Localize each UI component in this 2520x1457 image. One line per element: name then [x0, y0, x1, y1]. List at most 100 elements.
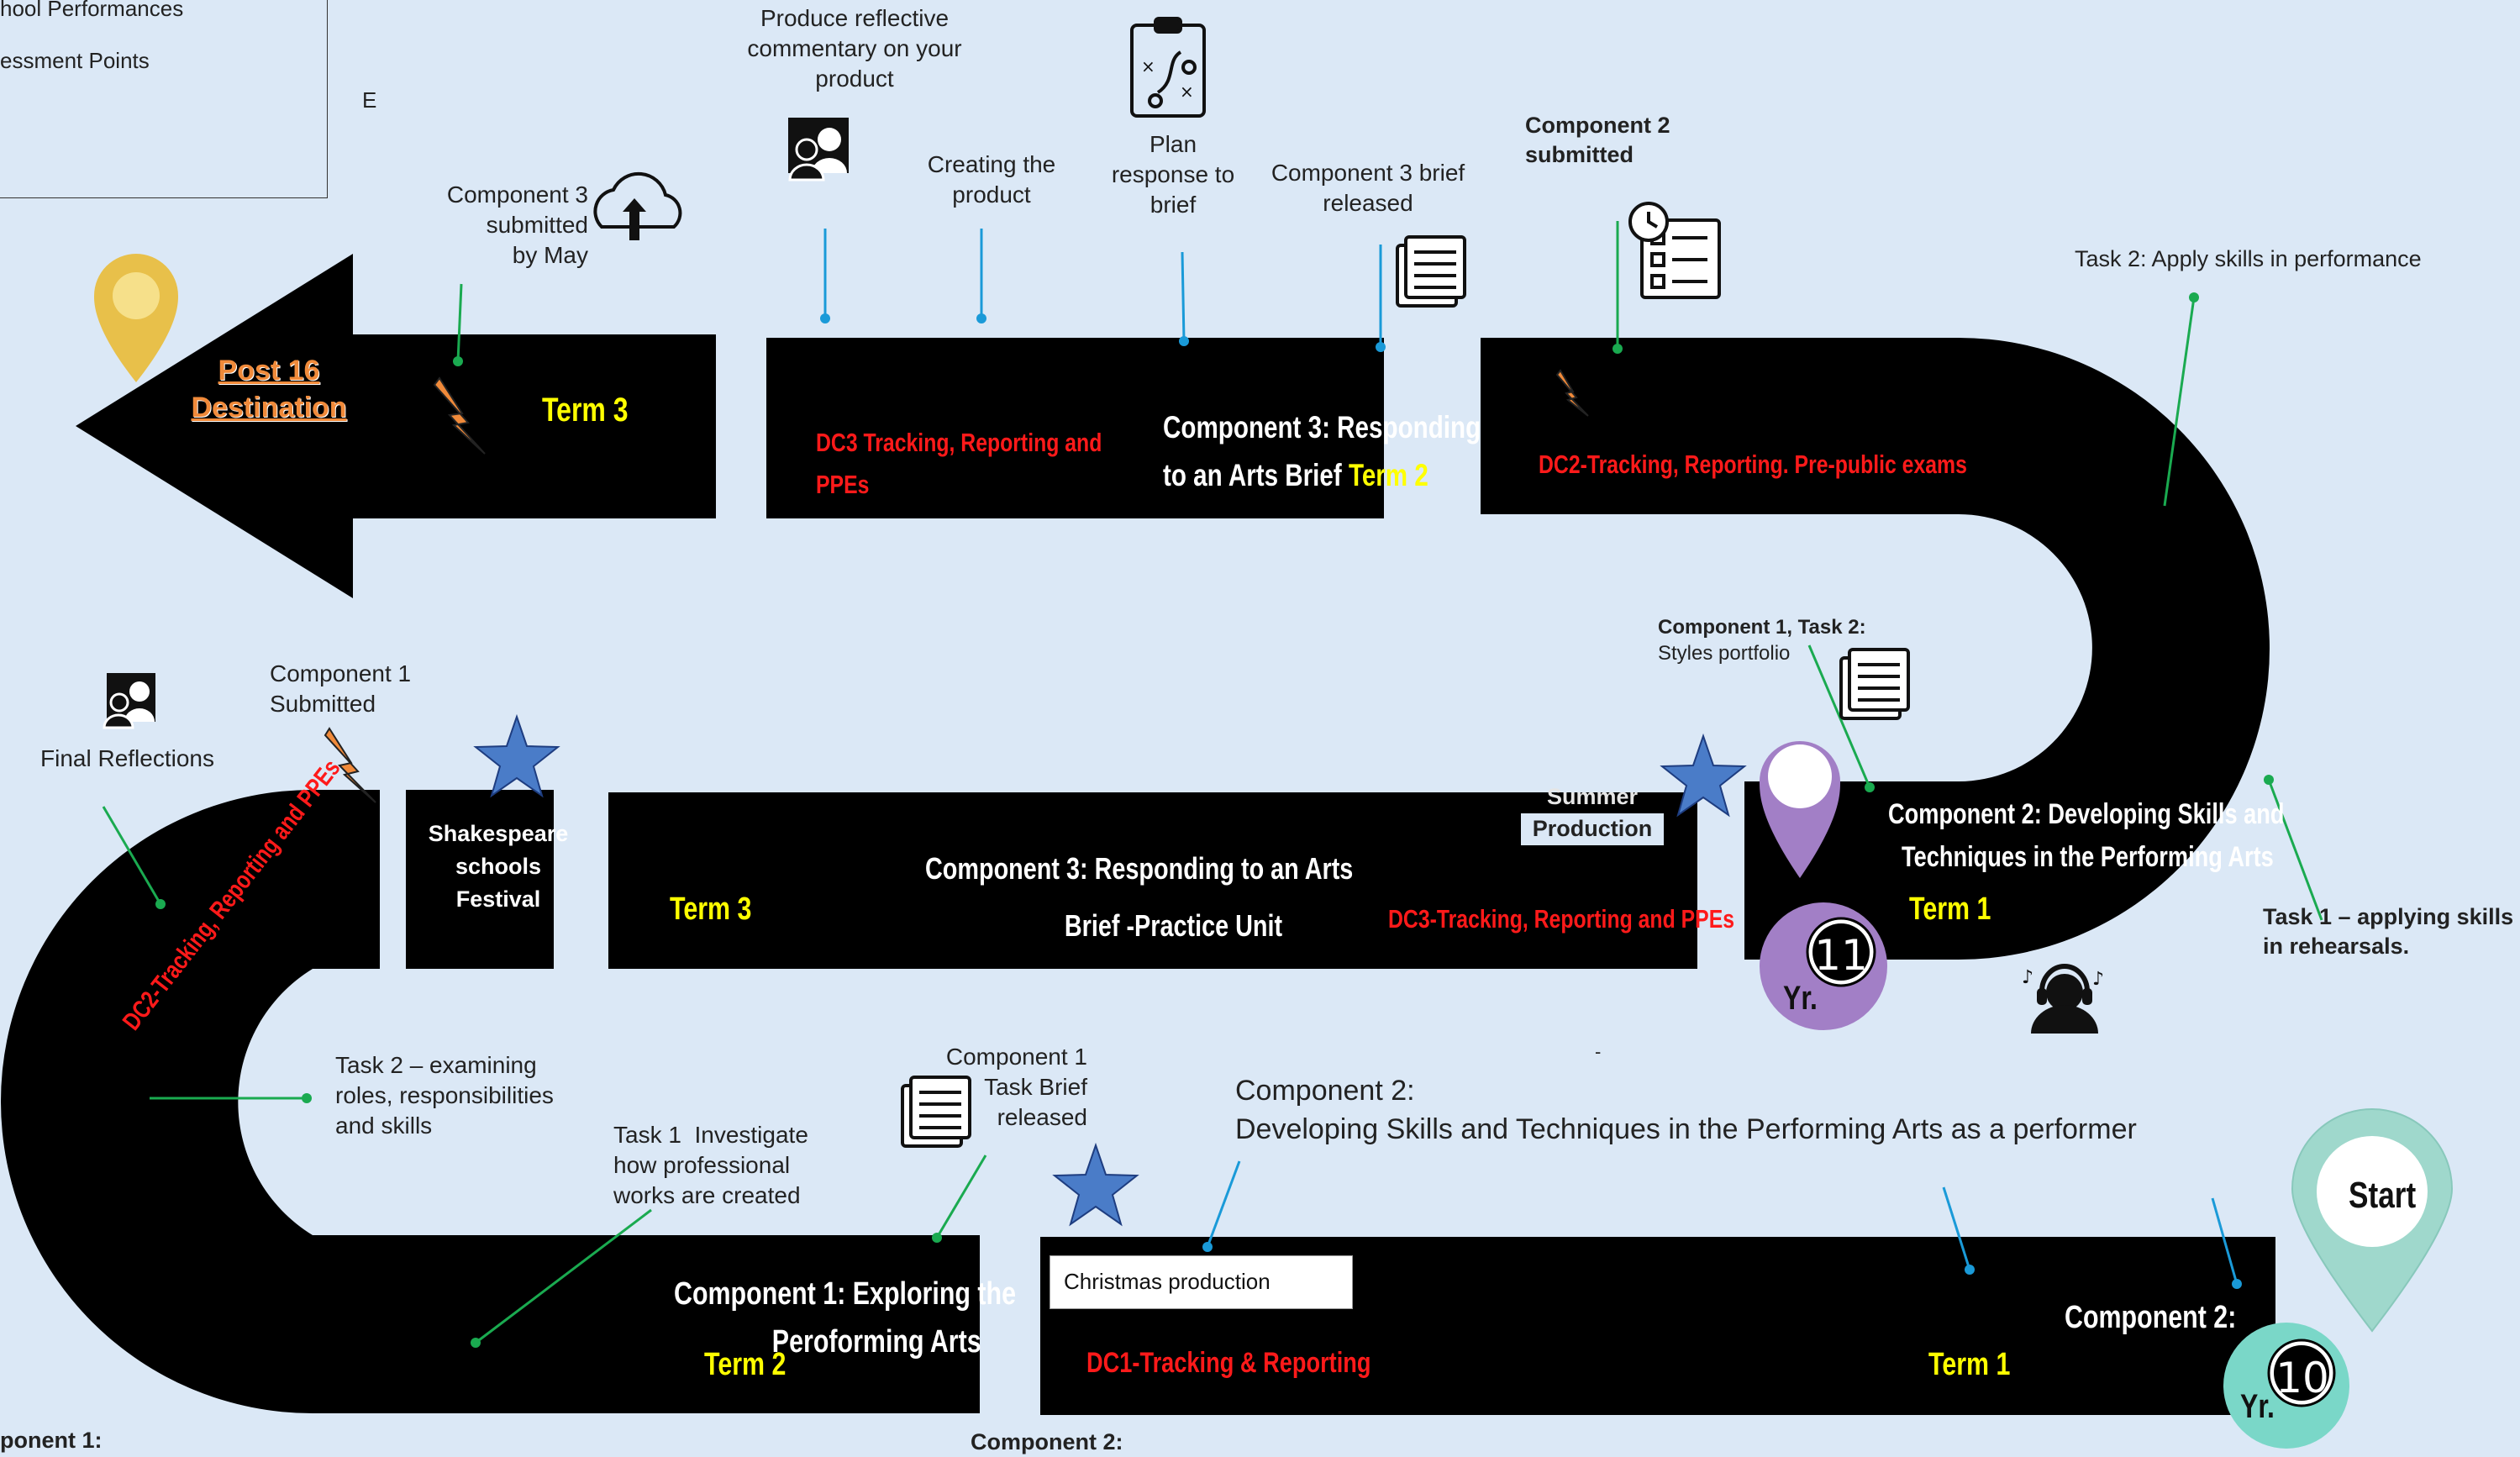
c3-submitted-label: Component 3 submitted by May — [446, 181, 588, 268]
connector-dot — [471, 1338, 481, 1348]
road-left-curve — [1, 790, 980, 1413]
task2-apply-label: Task 2: Apply skills in performance — [2075, 246, 2422, 271]
connector-line — [935, 1155, 987, 1239]
shakespeare-festival-label: Shakespeare schools Festival — [428, 821, 569, 913]
connector-line — [1181, 251, 1186, 342]
connector-dot — [1612, 344, 1623, 354]
component-title: Component 3: Responding to an Arts Brief… — [1163, 410, 1481, 493]
post16-destination: Post 16 Destination — [191, 355, 347, 423]
connector-line — [2267, 779, 2323, 921]
connector-line — [475, 1208, 652, 1344]
document-stack-icon — [1839, 648, 1910, 720]
road-shakespeare — [406, 790, 554, 969]
summer-production-label: Summer Production — [1521, 781, 1664, 845]
start-label: Start — [2349, 1175, 2417, 1216]
road-middle — [608, 792, 1697, 969]
connector-line — [2163, 297, 2196, 507]
task1-rehearsals-label: Task 1 – applying skills in rehearsals. — [2263, 904, 2514, 959]
post16-pin-icon — [94, 254, 178, 382]
dc-tracking-label: DC1-Tracking & Reporting — [1086, 1347, 1371, 1379]
person-reflection-icon — [103, 673, 155, 729]
component-title: Component 3: Responding to an Arts Brief… — [925, 851, 1354, 944]
term-label: Term 1 — [1928, 1347, 2011, 1382]
schedule-checklist-icon — [1628, 202, 1721, 299]
assessment-bolt-icon — [1555, 369, 1589, 417]
c3-brief-released-label: Component 3 brief released — [1271, 160, 1465, 216]
connector-line — [1807, 644, 1871, 788]
connector-dot — [820, 313, 830, 323]
term-label: Term 2 — [1348, 458, 1428, 493]
plan-response-label: Plan response to brief — [1111, 131, 1235, 218]
connector-dot — [976, 313, 986, 323]
component-title: Component 1: Exploring the Peroforming A… — [674, 1276, 1017, 1360]
start-pin-icon — [2223, 1108, 2454, 1449]
connector-dot — [2264, 775, 2274, 785]
assessment-bolt-icon — [324, 727, 376, 803]
post16-arrow — [76, 254, 716, 598]
connector-dot — [1376, 342, 1386, 352]
year-10-number: 10 — [2275, 1354, 2329, 1402]
term-label: Term 3 — [670, 892, 752, 927]
connector-dot — [453, 356, 463, 366]
c2-heading-label: Component 2: Developing Skills and Techn… — [1235, 1075, 2137, 1145]
road-top-right-curve — [1481, 338, 2270, 960]
christmas-production-box: Christmas production — [1050, 1255, 1353, 1309]
creating-product-label: Creating the product — [927, 151, 1056, 208]
legend-stray-letter: E — [362, 87, 377, 113]
final-reflections-label: Final Reflections — [40, 745, 214, 771]
year-10-label: Yr. — [2240, 1388, 2275, 1425]
svg-text:♪: ♪ — [2092, 969, 2104, 990]
term-label: Term 1 — [1909, 892, 1991, 927]
svg-text:×: × — [1141, 56, 1155, 76]
legend-performances-label: hool Performances — [0, 0, 184, 21]
performance-star-icon — [1052, 1142, 1139, 1227]
c2-submitted-label: Component 2 submitted — [1525, 113, 1670, 167]
component-title: Component 2: — [2065, 1300, 2237, 1335]
connector-dot — [2232, 1279, 2242, 1289]
component-title: Component 2: Developing Skills and Techn… — [1888, 798, 2285, 873]
dc-tracking-label: DC3 Tracking, Reporting and PPEs — [816, 428, 1102, 499]
bottom-left-label: ponent 1: — [0, 1428, 103, 1453]
connector-line — [102, 806, 162, 905]
c1-submitted-label: Component 1 Submitted — [270, 660, 412, 717]
cloud-upload-icon — [593, 171, 682, 240]
connector-dot — [1865, 782, 1875, 792]
connector-dot — [932, 1233, 942, 1243]
document-stack-icon — [901, 1076, 971, 1148]
christmas-production-label: Christmas production — [1064, 1269, 1271, 1294]
stray-dash: - — [1595, 1041, 1602, 1062]
connector-dot — [155, 899, 166, 909]
person-reflection-icon — [788, 118, 849, 181]
document-stack-icon — [1396, 235, 1466, 308]
road-top-middle — [766, 338, 1384, 518]
legend-assessment-label: essment Points — [0, 48, 150, 73]
svg-text:♪: ♪ — [2022, 967, 2033, 988]
c1-task2-label: Component 1, Task 2: Styles portfolio — [1658, 616, 1866, 665]
reflective-commentary-label: Produce reflective commentary on your pr… — [747, 5, 962, 92]
clipboard-plan-icon: × × — [1130, 17, 1206, 118]
c1-task-brief-label: Component 1 Task Brief released — [945, 1044, 1087, 1130]
connector-line — [456, 283, 463, 362]
task2-examining-label: Task 2 – examining roles, responsibiliti… — [335, 1052, 554, 1139]
connector-dot — [1202, 1242, 1213, 1252]
term-label: Term 2 — [704, 1347, 787, 1382]
bottom-mid-label: Component 2: — [971, 1429, 1123, 1454]
svg-text:×: × — [1180, 82, 1194, 102]
year-11-number: 11 — [1814, 931, 1868, 980]
connector-line — [1206, 1160, 1241, 1248]
legend-box — [0, 0, 328, 198]
term-label: Term 3 — [542, 392, 629, 429]
connector-dot — [2189, 292, 2199, 302]
connector-dot — [1179, 336, 1189, 346]
headphones-music-icon: ♪ ♪ — [2022, 964, 2104, 1034]
task1-investigate-label: Task 1 Investigate how professional work… — [613, 1122, 808, 1208]
dc-tracking-label: DC3-Tracking, Reporting and PPEs — [1388, 904, 1735, 934]
performance-star-icon — [473, 713, 560, 798]
dc-tracking-label: DC2-Tracking, Reporting. Pre-public exam… — [1539, 450, 1967, 479]
connector-line — [2211, 1197, 2239, 1285]
connector-line — [1942, 1186, 1971, 1270]
component-line: to an Arts Brief — [1163, 458, 1342, 493]
year-11-label: Yr. — [1783, 980, 1818, 1017]
performance-star-icon — [1660, 733, 1747, 818]
